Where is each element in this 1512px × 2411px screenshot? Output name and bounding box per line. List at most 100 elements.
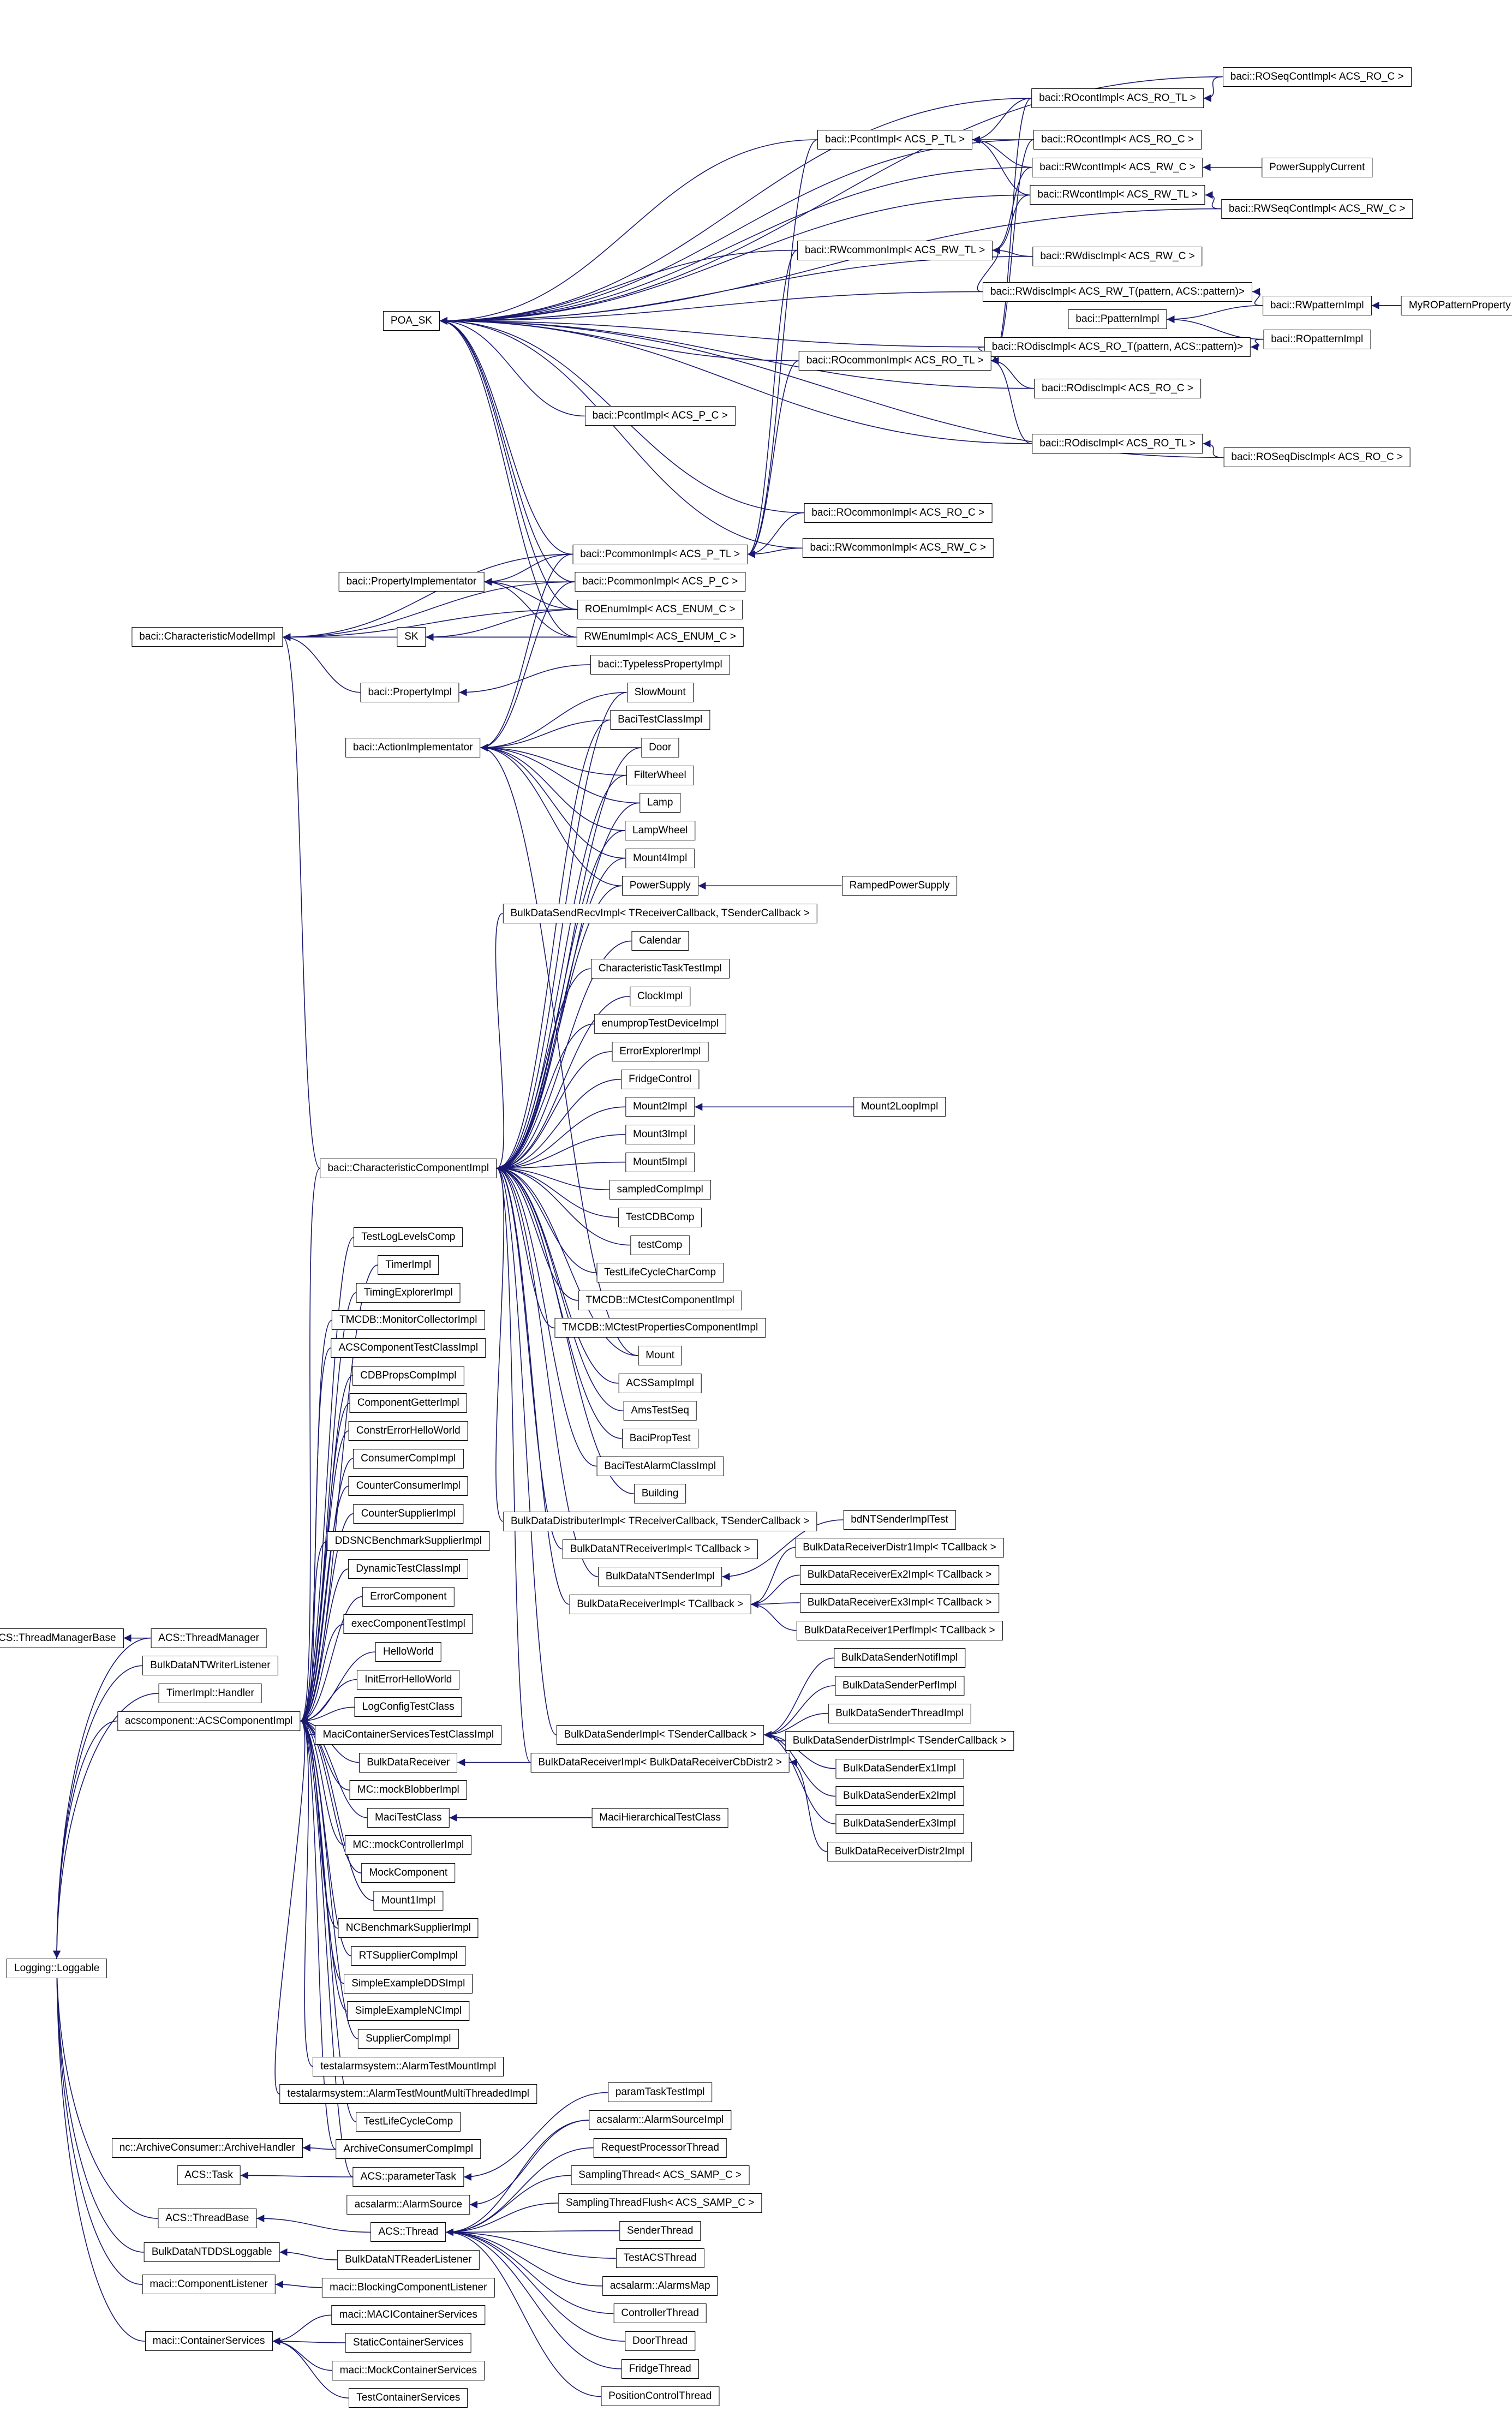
- class-node-countersupplier[interactable]: CounterSupplierImpl: [353, 1503, 463, 1524]
- class-node-controllerthread[interactable]: ControllerThread: [613, 2303, 707, 2324]
- class-node-timerimpl[interactable]: TimerImpl: [378, 1255, 439, 1275]
- class-node-alarmtestmulti[interactable]: testalarmsystem::AlarmTestMountMultiThre…: [279, 2084, 537, 2104]
- class-node-positioncontrol[interactable]: PositionControlThread: [601, 2386, 720, 2407]
- class-node-mount1[interactable]: Mount1Impl: [373, 1890, 443, 1911]
- class-node-poa[interactable]: POA_SK: [383, 311, 440, 331]
- class-node-ncbench[interactable]: NCBenchmarkSupplierImpl: [338, 1918, 479, 1938]
- class-node-mctestcomp[interactable]: TMCDB::MCtestComponentImpl: [578, 1290, 742, 1310]
- class-node-enumprop[interactable]: enumpropTestDeviceImpl: [594, 1014, 726, 1034]
- class-node-mockcontroller[interactable]: MC::mockControllerImpl: [345, 1835, 472, 1855]
- class-node-archiveconsumer[interactable]: ArchiveConsumerCompImpl: [336, 2139, 481, 2159]
- class-node-sampled[interactable]: sampledCompImpl: [609, 1180, 711, 1200]
- class-node-mount3[interactable]: Mount3Impl: [625, 1124, 695, 1144]
- class-node-tlccc[interactable]: TestLifeCycleCharComp: [596, 1263, 724, 1283]
- class-node-mount2[interactable]: Mount2Impl: [625, 1097, 695, 1117]
- class-node-testcdb[interactable]: TestCDBComp: [618, 1207, 702, 1227]
- class-node-rocommon-tl[interactable]: baci::ROcommonImpl< ACS_RO_TL >: [798, 351, 991, 371]
- class-node-alarmtestmount[interactable]: testalarmsystem::AlarmTestMountImpl: [313, 2056, 504, 2076]
- class-node-bacipropt[interactable]: BaciPropTest: [621, 1428, 698, 1448]
- class-node-rocont-tl[interactable]: baci::ROcontImpl< ACS_RO_TL >: [1031, 88, 1204, 109]
- class-node-rwseqcont[interactable]: baci::RWSeqContImpl< ACS_RW_C >: [1221, 199, 1413, 219]
- class-node-errexplorer[interactable]: ErrorExplorerImpl: [612, 1042, 709, 1062]
- class-node-acssamp[interactable]: ACSSampImpl: [618, 1373, 702, 1393]
- class-node-rodisc-pat[interactable]: baci::ROdiscImpl< ACS_RO_T(pattern, ACS:…: [984, 337, 1251, 357]
- class-node-simpledds[interactable]: SimpleExampleDDSImpl: [344, 1973, 473, 1994]
- class-node-ropattern[interactable]: baci::ROpatternImpl: [1263, 329, 1371, 349]
- class-node-alarmsmap[interactable]: acsalarm::AlarmsMap: [602, 2276, 718, 2296]
- class-node-rwcont-c[interactable]: baci::RWcontImpl< ACS_RW_C >: [1032, 157, 1203, 177]
- class-node-mount4[interactable]: Mount4Impl: [625, 848, 695, 868]
- class-node-ddsncbench[interactable]: DDSNCBenchmarkSupplierImpl: [327, 1531, 489, 1551]
- class-node-bdntsendertest[interactable]: bdNTSenderImplTest: [843, 1510, 956, 1530]
- class-node-bdsendrecv[interactable]: BulkDataSendRecvImpl< TReceiverCallback,…: [503, 903, 817, 923]
- class-node-sk[interactable]: SK: [397, 627, 426, 647]
- class-node-propimplementator[interactable]: baci::PropertyImplementator: [338, 572, 485, 592]
- class-node-complistener[interactable]: maci::ComponentListener: [142, 2275, 276, 2295]
- class-node-rperf1[interactable]: BulkDataReceiver1PerfImpl< TCallback >: [796, 1620, 1003, 1640]
- class-node-archivehandler[interactable]: nc::ArchiveConsumer::ArchiveHandler: [111, 2138, 303, 2158]
- class-node-roseqdisc[interactable]: baci::ROSeqDiscImpl< ACS_RO_C >: [1223, 447, 1411, 468]
- class-node-bdntreceiver[interactable]: BulkDataNTReceiverImpl< TCallback >: [562, 1539, 758, 1559]
- class-node-staticcs[interactable]: StaticContainerServices: [345, 2332, 471, 2353]
- class-node-rwpattern[interactable]: baci::RWpatternImpl: [1262, 295, 1372, 315]
- class-node-bacitestclass[interactable]: BaciTestClassImpl: [610, 710, 710, 730]
- class-node-tlcc[interactable]: TestLifeCycleComp: [356, 2111, 461, 2132]
- class-node-cdbprops[interactable]: CDBPropsCompImpl: [352, 1365, 464, 1386]
- class-node-dynamictest[interactable]: DynamicTestClassImpl: [348, 1559, 469, 1579]
- class-node-samplingflush[interactable]: SamplingThreadFlush< ACS_SAMP_C >: [558, 2193, 762, 2213]
- class-node-mount5[interactable]: Mount5Impl: [625, 1152, 695, 1172]
- class-node-sperf[interactable]: BulkDataSenderPerfImpl: [834, 1675, 965, 1696]
- class-node-door[interactable]: Door: [641, 738, 679, 758]
- class-node-blockingcl[interactable]: maci::BlockingComponentListener: [322, 2277, 495, 2297]
- class-node-exectest[interactable]: execComponentTestImpl: [343, 1614, 473, 1634]
- class-node-acscomp[interactable]: acscomponent::ACSComponentImpl: [117, 1711, 301, 1731]
- class-node-helloworld[interactable]: HelloWorld: [375, 1642, 441, 1662]
- class-node-task[interactable]: ACS::Task: [177, 2165, 241, 2186]
- class-node-rwcommon-tl[interactable]: baci::RWcommonImpl< ACS_RW_TL >: [797, 240, 993, 260]
- class-node-calendar[interactable]: Calendar: [631, 931, 689, 951]
- class-node-myro[interactable]: MyROPatternProperty: [1401, 295, 1512, 315]
- class-node-bdreceiver-tcb[interactable]: BulkDataReceiverImpl< TCallback >: [569, 1594, 751, 1614]
- class-node-mctestprops[interactable]: TMCDB::MCtestPropertiesComponentImpl: [554, 1318, 766, 1338]
- class-node-initerror[interactable]: InitErrorHelloWorld: [357, 1669, 460, 1690]
- class-node-testcs[interactable]: TestContainerServices: [349, 2388, 468, 2408]
- class-node-testacsthread[interactable]: TestACSThread: [615, 2248, 704, 2269]
- class-node-pcont-c[interactable]: baci::PcontImpl< ACS_P_C >: [584, 406, 736, 426]
- class-node-suppliercomp[interactable]: SupplierCompImpl: [358, 2028, 459, 2049]
- class-node-rdistr2[interactable]: BulkDataReceiverDistr2Impl: [827, 1841, 972, 1861]
- class-node-threadbase[interactable]: ACS::ThreadBase: [158, 2209, 257, 2229]
- class-node-bdreceiver[interactable]: BulkDataReceiver: [359, 1752, 458, 1773]
- class-node-containerservices[interactable]: maci::ContainerServices: [145, 2331, 273, 2352]
- class-node-rwcommon-c[interactable]: baci::RWcommonImpl< ACS_RW_C >: [802, 538, 994, 558]
- class-node-rdistr1[interactable]: BulkDataReceiverDistr1Impl< TCallback >: [795, 1537, 1004, 1557]
- class-node-sex2[interactable]: BulkDataSenderEx2Impl: [835, 1786, 964, 1806]
- class-node-slowmount[interactable]: SlowMount: [626, 682, 694, 702]
- class-node-macitest[interactable]: MaciTestClass: [367, 1807, 450, 1828]
- class-node-chartask[interactable]: CharacteristicTaskTestImpl: [590, 959, 730, 979]
- class-node-threadmanager[interactable]: ACS::ThreadManager: [151, 1628, 267, 1648]
- class-node-rwcont-tl[interactable]: baci::RWcontImpl< ACS_RW_TL >: [1030, 185, 1205, 205]
- class-node-amstestseq[interactable]: AmsTestSeq: [623, 1401, 697, 1421]
- class-node-actionimpl[interactable]: baci::ActionImplementator: [345, 738, 481, 758]
- class-node-counterconsumer[interactable]: CounterConsumerImpl: [348, 1476, 468, 1496]
- class-node-compgetter[interactable]: ComponentGetterImpl: [349, 1393, 467, 1413]
- class-node-testcomp[interactable]: testComp: [630, 1235, 690, 1255]
- class-node-samplingthread[interactable]: SamplingThread< ACS_SAMP_C >: [571, 2165, 750, 2186]
- class-node-snotif[interactable]: BulkDataSenderNotifImpl: [833, 1648, 966, 1668]
- class-node-threadmanagerbase[interactable]: ACS::ThreadManagerBase: [0, 1628, 124, 1648]
- class-node-logconfig[interactable]: LogConfigTestClass: [354, 1697, 462, 1717]
- class-node-writerlistener[interactable]: BulkDataNTWriterListener: [142, 1656, 278, 1676]
- class-node-paramtask[interactable]: ACS::parameterTask: [352, 2167, 464, 2187]
- class-node-sdistr[interactable]: BulkDataSenderDistrImpl< TSenderCallback…: [785, 1731, 1014, 1751]
- class-node-sthread[interactable]: BulkDataSenderThreadImpl: [828, 1703, 971, 1723]
- class-node-timingexplorer[interactable]: TimingExplorerImpl: [356, 1282, 461, 1303]
- class-node-sex1[interactable]: BulkDataSenderEx1Impl: [835, 1758, 964, 1779]
- class-node-sex3[interactable]: BulkDataSenderEx3Impl: [835, 1814, 964, 1834]
- class-node-timerhandler[interactable]: TimerImpl::Handler: [158, 1683, 262, 1703]
- class-node-propimpl[interactable]: baci::PropertyImpl: [360, 682, 459, 702]
- class-node-mount[interactable]: Mount: [638, 1346, 683, 1366]
- class-node-mount2loop[interactable]: Mount2LoopImpl: [853, 1097, 946, 1117]
- class-node-powersupply[interactable]: PowerSupply: [621, 876, 698, 896]
- class-node-mockcs[interactable]: maci::MockContainerServices: [332, 2360, 485, 2380]
- class-node-lamp[interactable]: Lamp: [639, 793, 681, 813]
